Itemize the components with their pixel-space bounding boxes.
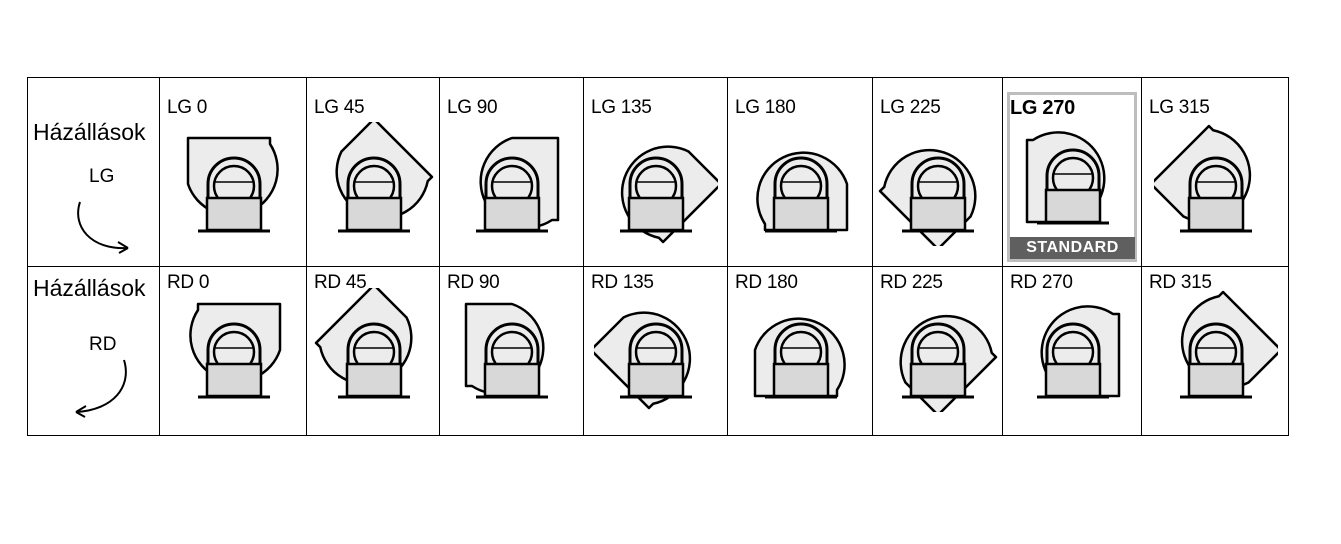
fan-housing-diagram [878,148,977,246]
position-label: RD 180 [735,272,798,293]
counterclockwise-arrow-icon [75,359,127,418]
position-cell: RD 90 [439,266,584,435]
position-cell: LG 45 [306,78,440,266]
position-cell: LG 315 [1141,78,1290,266]
row-header-rd: Házállások RD [28,266,159,435]
position-label: LG 270 [1010,97,1075,119]
fan-housing-diagram [899,314,998,412]
position-label: LG 45 [314,97,365,118]
position-cell: RD 0 [159,266,307,435]
position-label: RD 315 [1149,272,1212,293]
position-cell: LG 180 [727,78,873,266]
position-label: LG 225 [880,97,941,118]
fan-housing-diagram [334,122,433,233]
position-label: LG 90 [447,97,498,118]
position-cell: RD 135 [583,266,728,435]
fan-housing-diagram [1180,290,1278,399]
position-cell: RD 180 [727,266,873,435]
fan-housing-diagram [186,136,279,233]
fan-housing-diagram [1025,131,1109,225]
standard-highlight [1007,92,1137,262]
fan-housing-diagram [594,311,692,410]
position-cell: LG 90 [439,78,584,266]
position-cell: RD 45 [306,266,440,435]
row-rd: Házállások RD RD 0 RD 45 RD 90 RD 135 RD 180… [28,266,1288,435]
row-lg: Házállások LG LG 0 LG 45 LG 90 LG 135 LG 180… [28,78,1288,267]
fan-housing-diagram [188,302,281,399]
position-label: LG 180 [735,97,796,118]
position-label: RD 90 [447,272,500,293]
fan-housing-diagram [755,151,848,233]
position-label: RD 270 [1010,272,1073,293]
position-label: RD 135 [591,272,654,293]
position-cell: LG 135 [583,78,728,266]
housing-position-table: Házállások LG LG 0 LG 45 LG 90 LG 135 LG 180… [27,77,1289,436]
row-header-code: LG [89,166,115,187]
position-cell: RD 225 [872,266,1003,435]
row-header-title: Házállások [33,119,146,145]
fan-housing-diagram [1036,305,1120,399]
fan-housing-diagram [476,136,560,233]
fan-housing-diagram [620,145,718,244]
position-label: RD 225 [880,272,943,293]
fan-housing-diagram [464,302,548,399]
position-label: LG 315 [1149,97,1210,118]
position-label: RD 45 [314,272,367,293]
fan-housing-diagram [314,288,413,399]
fan-housing-diagram [753,317,846,399]
clockwise-arrow-icon [77,201,129,254]
position-label: RD 0 [167,272,210,293]
position-label: LG 135 [591,97,652,118]
standard-badge: STANDARD [1010,237,1135,259]
row-header-lg: Házállások LG [28,78,159,266]
position-label: LG 0 [167,97,207,118]
position-cell: LG 225 [872,78,1003,266]
row-header-code: RD [89,334,117,355]
position-cell: RD 270 [1002,266,1142,435]
fan-housing-diagram [1154,124,1252,233]
row-header-title: Házállások [33,275,146,301]
position-cell: RD 315 [1141,266,1290,435]
position-cell: LG 0 [159,78,307,266]
